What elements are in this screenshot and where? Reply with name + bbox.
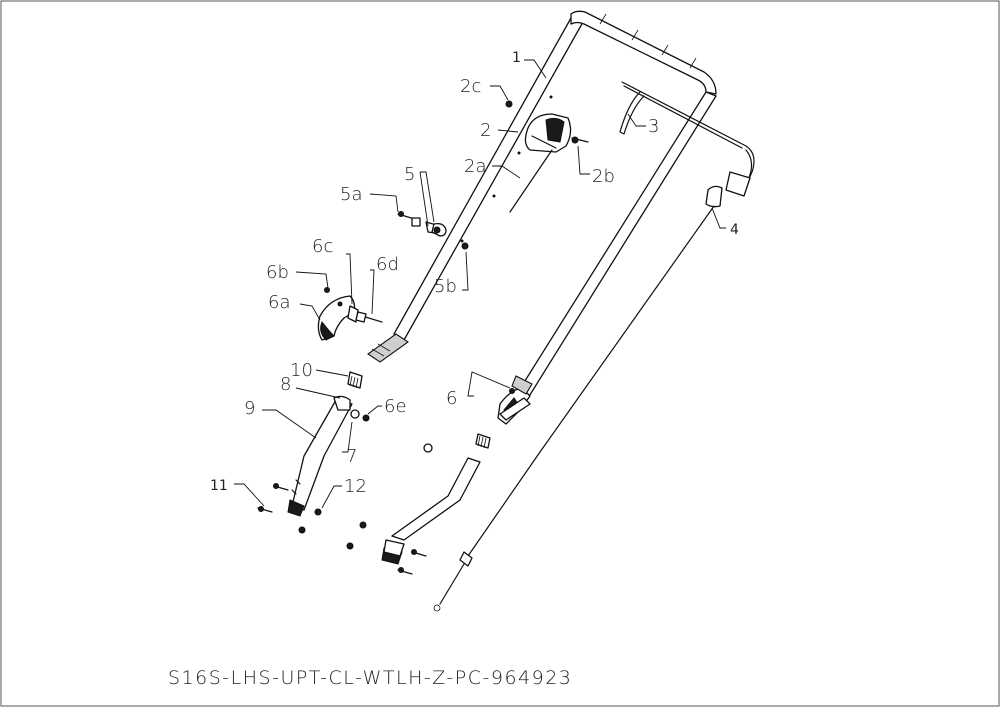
label-2: 2	[480, 120, 491, 141]
cable-part	[433, 171, 751, 612]
label-7: 7	[346, 446, 357, 467]
handle-hole	[517, 151, 521, 155]
label-6b: 6b	[266, 262, 289, 283]
clamp-6	[497, 375, 533, 425]
label-8: 8	[280, 374, 291, 395]
pin-6b	[324, 287, 330, 293]
label-10: 10	[290, 360, 313, 381]
part-labels: 1 2c 2 2a 2b 3 4 5 5a 5b 6c 6d 6b 6a 10 …	[210, 50, 739, 497]
control-bail-part	[619, 81, 755, 191]
label-2b: 2b	[592, 166, 615, 187]
nut-12	[314, 508, 322, 516]
nut-6e	[362, 414, 370, 422]
lower-handle-right	[381, 433, 491, 575]
leader-lines	[234, 59, 726, 509]
label-2a: 2a	[464, 156, 486, 177]
label-5: 5	[404, 164, 415, 185]
upper-handle-part	[367, 10, 717, 399]
label-5a: 5a	[340, 184, 362, 205]
end-cap-10	[347, 371, 363, 389]
label-6: 6	[446, 388, 457, 409]
drawing-code: S16S-LHS-UPT-CL-WTLH-Z-PC-964923	[168, 667, 572, 689]
lower-handle-left-9	[287, 395, 353, 517]
nut-12	[298, 526, 306, 534]
label-6e: 6e	[384, 396, 407, 417]
handle-hole	[549, 95, 553, 99]
nut-5b	[461, 242, 469, 250]
label-6a: 6a	[268, 292, 290, 313]
label-5b: 5b	[434, 276, 457, 297]
label-3: 3	[648, 116, 659, 137]
screw-2b	[571, 136, 589, 144]
bolt-6d	[355, 311, 383, 323]
washer-7	[350, 409, 360, 419]
handle-hole	[492, 194, 496, 198]
quick-release-lever-6a	[317, 295, 356, 341]
nut-2c	[505, 100, 513, 108]
bolt-11	[257, 483, 289, 513]
label-4: 4	[730, 222, 739, 238]
label-11: 11	[210, 478, 228, 494]
nut-12	[359, 521, 367, 529]
label-6d: 6d	[376, 254, 399, 275]
label-1: 1	[512, 50, 521, 66]
label-12: 12	[344, 476, 367, 497]
handle-hole	[460, 239, 464, 243]
bail-bracket-part	[524, 113, 572, 153]
nut-12	[346, 542, 354, 550]
label-6c: 6c	[312, 236, 333, 257]
label-2c: 2c	[460, 76, 481, 97]
bail-pin-part	[509, 149, 553, 213]
washer-6c	[347, 305, 359, 323]
fastener-group-5	[397, 211, 447, 237]
label-9: 9	[244, 398, 255, 419]
